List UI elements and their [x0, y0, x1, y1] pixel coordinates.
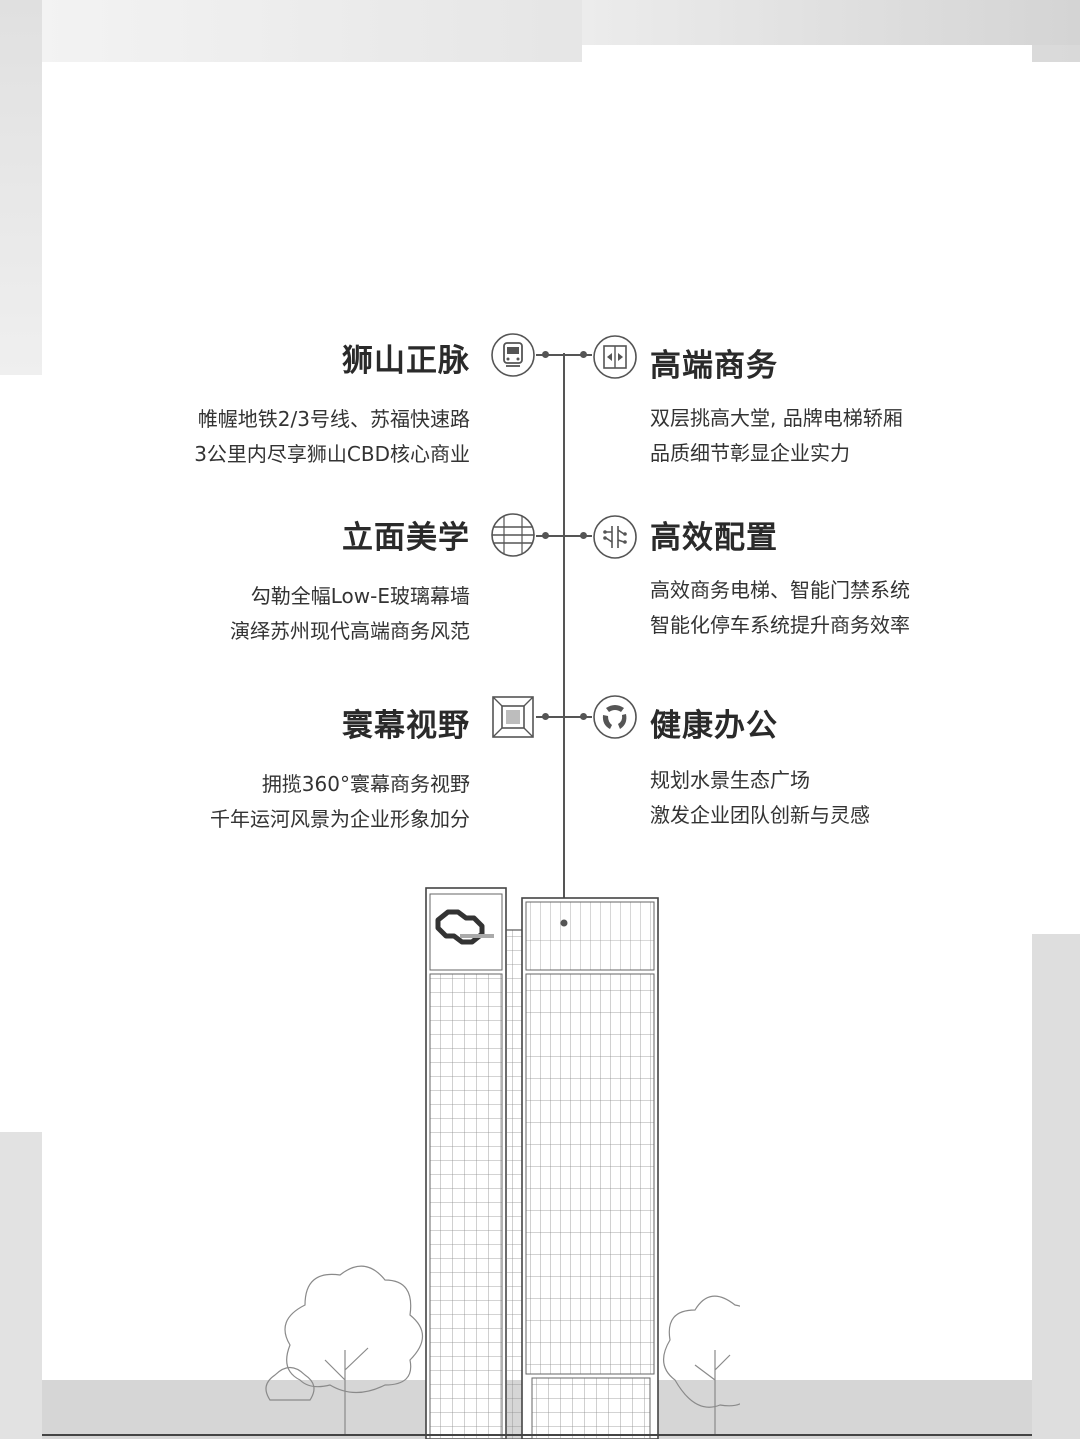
connector-dot [542, 713, 549, 720]
glass-facade-icon [491, 513, 535, 557]
connector [564, 716, 592, 718]
connector [536, 354, 564, 356]
feature-desc-line: 3公里内尽享狮山CBD核心商业 [194, 442, 470, 466]
feature-title: 高端商务 [650, 348, 778, 384]
feature-title: 高效配置 [650, 520, 778, 556]
feature-desc-line: 激发企业团队创新与灵感 [650, 803, 870, 827]
connector [564, 354, 592, 356]
feature-efficient: 高效配置 高效商务电梯、智能门禁系统 智能化停车系统提升商务效率 [650, 512, 910, 643]
metro-train-icon [491, 333, 535, 377]
building-logo-icon [435, 909, 494, 945]
elevator-icon [593, 335, 637, 379]
feature-title: 健康办公 [650, 708, 778, 744]
connector-dot [542, 351, 549, 358]
smart-circuit-icon [593, 515, 637, 559]
feature-desc-line: 帷幄地铁2/3号线、苏福快速路 [197, 407, 470, 431]
feature-title: 寰幕视野 [342, 708, 470, 744]
feature-title: 立面美学 [342, 520, 470, 556]
feature-facade: 立面美学 勾勒全幅Low-E玻璃幕墙 演绎苏州现代高端商务风范 [230, 512, 470, 649]
connector-dot [580, 713, 587, 720]
feature-title: 狮山正脉 [342, 343, 470, 379]
office-tower-illustration [265, 887, 740, 1439]
background-left-lower-strip [0, 1132, 46, 1439]
connector-dot [580, 532, 587, 539]
connector [536, 716, 564, 718]
ground-line [42, 1434, 1032, 1436]
connector [564, 535, 592, 537]
feature-desc-line: 拥揽360°寰幕商务视野 [261, 772, 470, 796]
feature-desc-line: 智能化停车系统提升商务效率 [650, 613, 910, 637]
feature-desc-line: 高效商务电梯、智能门禁系统 [650, 578, 910, 602]
feature-business: 高端商务 双层挑高大堂, 品牌电梯轿厢 品质细节彰显企业实力 [650, 340, 903, 471]
background-top-right-band [582, 0, 1080, 45]
connector-dot [542, 532, 549, 539]
feature-desc-line: 演绎苏州现代高端商务风范 [230, 619, 470, 643]
panorama-window-icon [492, 696, 534, 738]
connector-dot [580, 351, 587, 358]
feature-desc-line: 品质细节彰显企业实力 [650, 441, 850, 465]
feature-health: 健康办公 规划水景生态广场 激发企业团队创新与灵感 [650, 700, 870, 833]
background-right-strip [1032, 934, 1080, 1439]
eco-cycle-icon [593, 695, 637, 739]
feature-desc-line: 双层挑高大堂, 品牌电梯轿厢 [650, 406, 903, 430]
feature-desc-line: 勾勒全幅Low-E玻璃幕墙 [250, 584, 470, 608]
content-card-top [582, 45, 1032, 62]
feature-desc-line: 千年运河风景为企业形象加分 [210, 807, 470, 831]
feature-desc-line: 规划水景生态广场 [650, 768, 810, 792]
feature-view: 寰幕视野 拥揽360°寰幕商务视野 千年运河风景为企业形象加分 [210, 700, 470, 837]
feature-shishan: 狮山正脉 帷幄地铁2/3号线、苏福快速路 3公里内尽享狮山CBD核心商业 [194, 335, 470, 472]
connector [536, 535, 564, 537]
timeline-line [563, 353, 565, 923]
background-left-band [0, 0, 42, 375]
